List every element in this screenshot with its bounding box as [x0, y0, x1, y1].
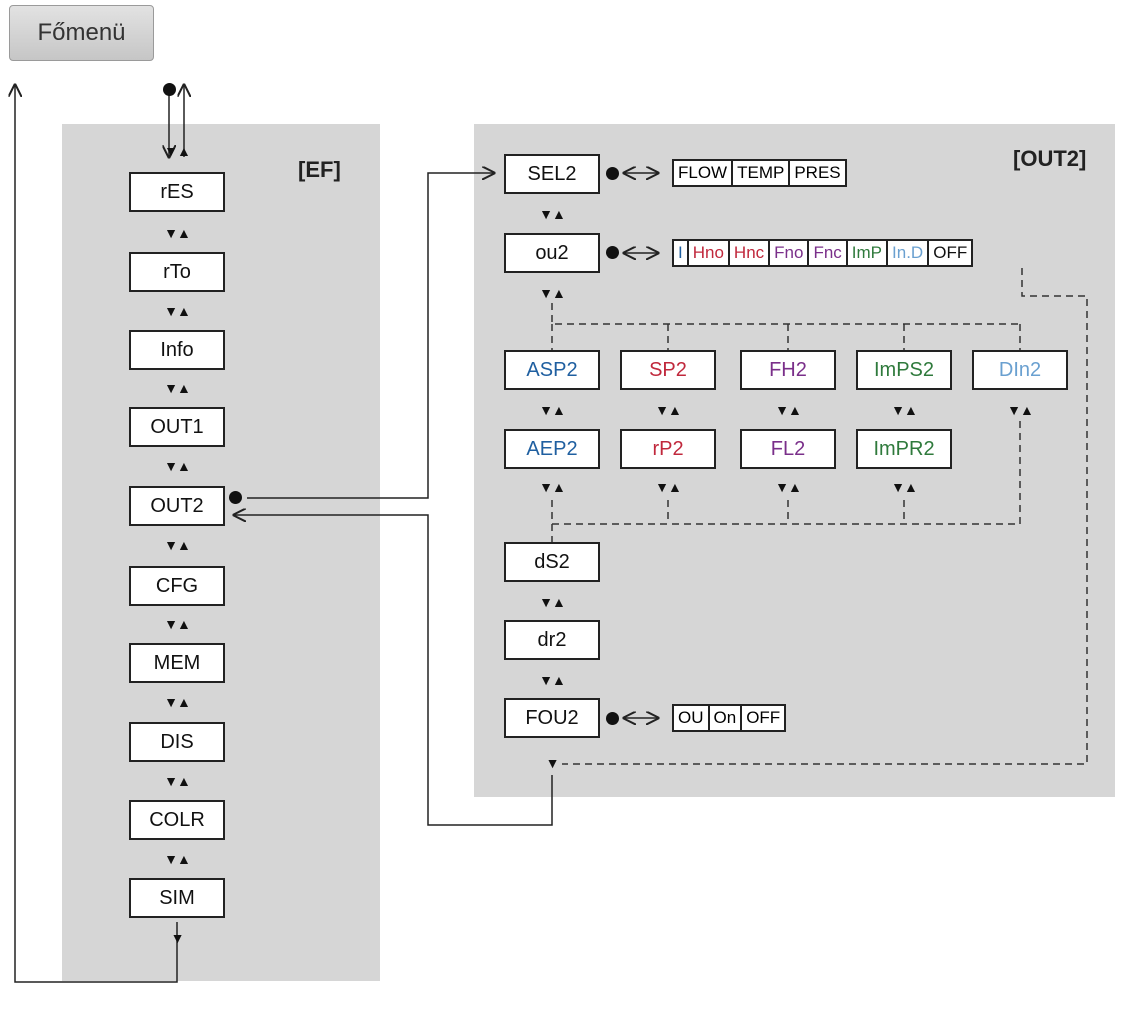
impr2-box[interactable]: ImPR2: [856, 429, 952, 469]
ef-panel-label: [EF]: [298, 157, 341, 182]
option-hnc[interactable]: Hnc: [727, 241, 768, 265]
fou2-box[interactable]: FOU2: [504, 698, 600, 738]
dr2-box[interactable]: dr2: [504, 620, 600, 660]
rp2-box[interactable]: rP2: [620, 429, 716, 469]
ef-item-out2[interactable]: OUT2: [129, 486, 225, 526]
asp2-box[interactable]: ASP2: [504, 350, 600, 390]
option-i[interactable]: I: [678, 243, 683, 262]
entry-dot: [163, 83, 176, 96]
updown-arrows: ▼▲: [775, 402, 802, 418]
updown-arrows: ▼▲: [164, 225, 191, 241]
ef-item-rto[interactable]: rTo: [129, 252, 225, 292]
updown-arrows: ▼▲: [891, 402, 918, 418]
ef-item-colr[interactable]: COLR: [129, 800, 225, 840]
updown-arrows: ▼▲: [164, 851, 191, 867]
updown-arrows: ▼▲: [164, 773, 191, 789]
fou2-dot: [606, 712, 619, 725]
sp2-box[interactable]: SP2: [620, 350, 716, 390]
sel2-box[interactable]: SEL2: [504, 154, 600, 194]
option-off[interactable]: OFF: [927, 241, 971, 265]
sel2-dot: [606, 167, 619, 180]
sel2-options: FLOW TEMP PRES: [672, 159, 847, 187]
imps2-box[interactable]: ImPS2: [856, 350, 952, 390]
out2-panel-label: [OUT2]: [1013, 146, 1087, 171]
ou2-box[interactable]: ou2: [504, 233, 600, 273]
option-temp[interactable]: TEMP: [731, 161, 788, 185]
updown-arrows: ▼▲: [1007, 402, 1034, 418]
ef-item-out1[interactable]: OUT1: [129, 407, 225, 447]
option-flow[interactable]: FLOW: [678, 163, 728, 182]
updown-arrows: ▼▲: [539, 402, 566, 418]
option-fno[interactable]: Fno: [768, 241, 807, 265]
main-menu-button[interactable]: Főmenü: [9, 5, 154, 61]
ef-item-cfg[interactable]: CFG: [129, 566, 225, 606]
updown-arrows: ▼▲: [164, 694, 191, 710]
updown-arrows: ▼▲: [655, 402, 682, 418]
fou2-options: OU On OFF: [672, 704, 787, 732]
updown-arrows: ▼▲: [891, 479, 918, 495]
ou2-options: I Hno Hnc Fno Fnc ImP In.D OFF: [672, 239, 974, 267]
option-on[interactable]: On: [707, 706, 741, 730]
ef-item-dis[interactable]: DIS: [129, 722, 225, 762]
ef-item-res[interactable]: rES: [129, 172, 225, 212]
updown-arrows: ▼▲: [539, 285, 566, 301]
option-ind[interactable]: In.D: [886, 241, 927, 265]
updown-arrows: ▼▲: [539, 479, 566, 495]
fh2-box[interactable]: FH2: [740, 350, 836, 390]
updown-arrows: ▼▲: [164, 458, 191, 474]
option-pres[interactable]: PRES: [788, 161, 844, 185]
ef-item-sim[interactable]: SIM: [129, 878, 225, 918]
fl2-box[interactable]: FL2: [740, 429, 836, 469]
option-imp[interactable]: ImP: [845, 241, 886, 265]
updown-arrows: ▼▲: [539, 672, 566, 688]
din2-box[interactable]: DIn2: [972, 350, 1068, 390]
updown-arrows: ▼▲: [164, 303, 191, 319]
down-arrow: ▼: [545, 755, 560, 771]
updown-arrows: ▼▲: [164, 537, 191, 553]
updown-arrows: ▼▲: [164, 616, 191, 632]
aep2-box[interactable]: AEP2: [504, 429, 600, 469]
ou2-dot: [606, 246, 619, 259]
updown-arrows: ▼▲: [164, 143, 191, 159]
updown-arrows: ▼▲: [539, 594, 566, 610]
updown-arrows: ▼▲: [655, 479, 682, 495]
option-off[interactable]: OFF: [740, 706, 784, 730]
option-fnc[interactable]: Fnc: [807, 241, 845, 265]
down-arrow: ▼: [170, 930, 185, 946]
updown-arrows: ▼▲: [164, 380, 191, 396]
ef-item-info[interactable]: Info: [129, 330, 225, 370]
updown-arrows: ▼▲: [775, 479, 802, 495]
ds2-box[interactable]: dS2: [504, 542, 600, 582]
ef-item-mem[interactable]: MEM: [129, 643, 225, 683]
option-ou[interactable]: OU: [678, 708, 704, 727]
updown-arrows: ▼▲: [539, 206, 566, 222]
option-hno[interactable]: Hno: [686, 241, 728, 265]
out2-dot: [229, 491, 242, 504]
